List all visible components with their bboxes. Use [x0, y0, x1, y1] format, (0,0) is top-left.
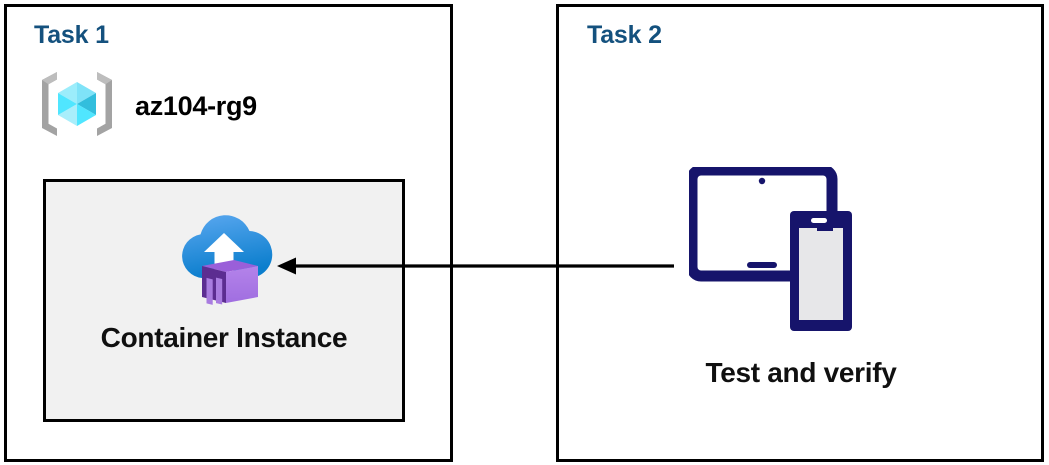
resource-group-row: az104-rg9: [37, 68, 257, 145]
task-2-panel: Task 2 Test and verify: [556, 4, 1044, 462]
task-1-panel: Task 1: [4, 4, 453, 462]
devices-tablet-phone-icon: [686, 164, 875, 340]
azure-resource-group-icon: [37, 68, 117, 145]
verify-flow-arrow: [277, 257, 674, 275]
task-2-title: Task 2: [587, 21, 662, 49]
resource-group-name: az104-rg9: [135, 91, 257, 121]
test-and-verify-label: Test and verify: [705, 357, 897, 388]
task-1-title: Task 1: [34, 21, 109, 49]
azure-container-instance-icon: [172, 204, 276, 313]
container-instance-box: Container Instance: [43, 179, 405, 422]
container-instance-label: Container Instance: [100, 322, 348, 353]
